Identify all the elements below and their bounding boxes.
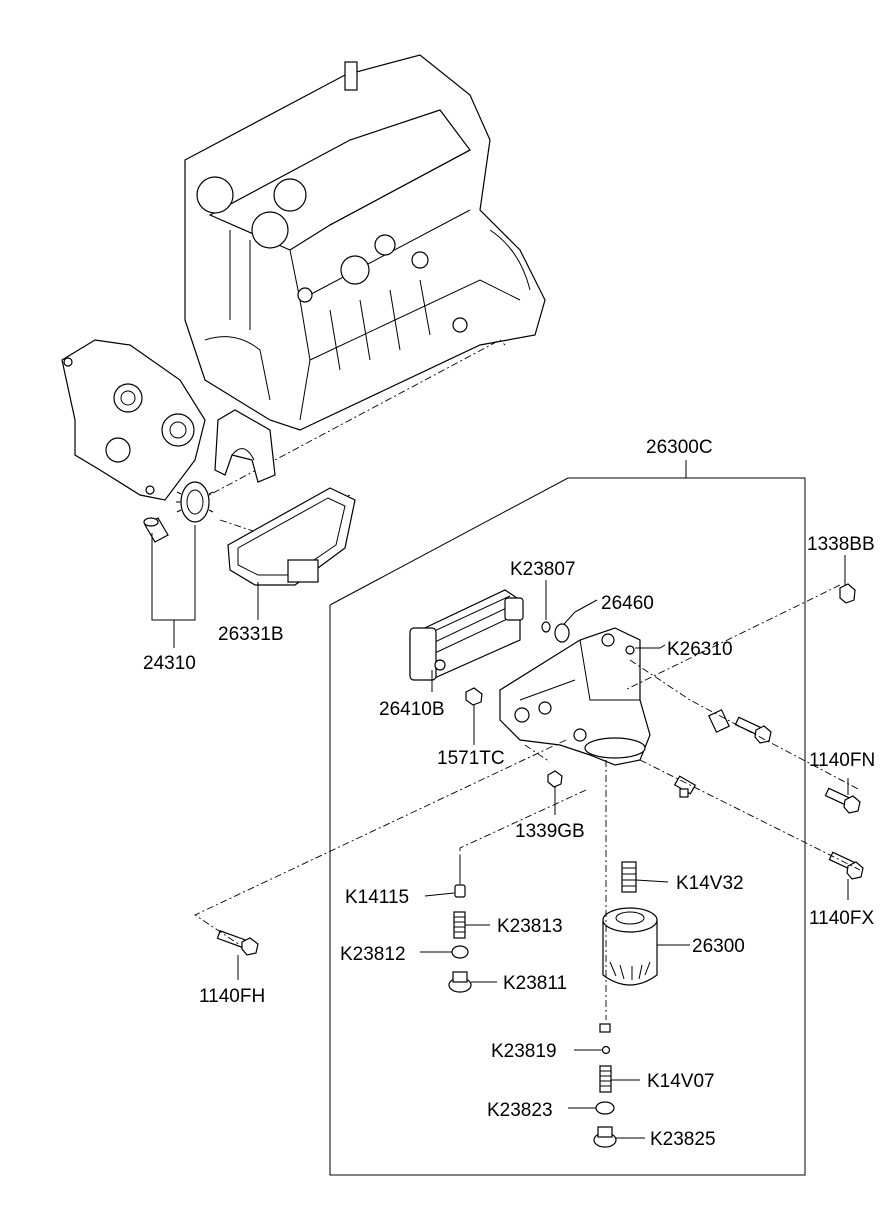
cap-K23819a [599,1023,611,1033]
label-26410B: 26410B [379,699,445,720]
label-K23825: K23825 [650,1129,716,1150]
nut-1338BB [839,583,856,604]
bracket [708,709,730,733]
label-1140FN: 1140FN [809,750,875,771]
label-K14V32: K14V32 [676,873,744,894]
engine-block [184,54,546,431]
bolt-1140FX [828,851,864,880]
label-K23812: K23812 [340,944,406,965]
label-26300C: 26300C [646,437,713,458]
bushing [143,517,169,543]
bolt-1140FN [824,787,861,814]
label-1140FH: 1140FH [199,986,265,1007]
plug-1571TC [465,687,483,706]
label-K26310: K26310 [667,639,733,660]
spring-K14V07 [599,1065,612,1093]
dashed-lines [194,584,861,1020]
nipple-K14V32 [621,861,637,893]
part-labels: 26300C 1338BB K23807 26460 K26310 26331B… [143,437,875,1150]
label-K23813: K23813 [497,916,563,937]
spring-K23813 [453,911,466,939]
sensor [673,775,697,798]
label-26331B: 26331B [218,624,284,645]
label-K23819: K23819 [491,1041,557,1062]
bolt-1140FH [216,930,259,956]
oil-pump-gear [176,481,214,523]
timing-cover [61,339,206,501]
label-1339GB: 1339GB [515,821,585,842]
label-24310: 24310 [143,653,196,674]
bolt-1140FN-a [734,716,772,744]
label-K23811: K23811 [503,973,567,994]
ball-K23819 [601,1045,611,1055]
filter-housing [499,627,651,766]
oil-cooler [409,589,524,681]
plug-K23811 [448,971,472,993]
washer-K23823 [595,1101,615,1115]
label-1571TC: 1571TC [437,748,505,769]
label-1140FX: 1140FX [809,908,874,929]
label-K14115: K14115 [345,887,409,908]
label-K23807: K23807 [510,559,576,580]
washer-K23812 [451,945,469,959]
gasket [227,487,356,586]
label-K14V07: K14V07 [647,1071,715,1092]
cap-K14115 [454,884,466,898]
label-K23823: K23823 [487,1100,553,1121]
label-26460: 26460 [601,593,654,614]
oil-filter-26300 [602,907,658,986]
label-26300: 26300 [692,936,745,957]
plug-K23825 [593,1126,617,1148]
assembly-box [329,477,806,1176]
label-1338BB: 1338BB [807,534,875,555]
nut-1339GB [547,770,563,788]
o-ring-small [541,621,551,633]
bearing-cap [214,409,276,483]
o-ring [554,623,570,643]
